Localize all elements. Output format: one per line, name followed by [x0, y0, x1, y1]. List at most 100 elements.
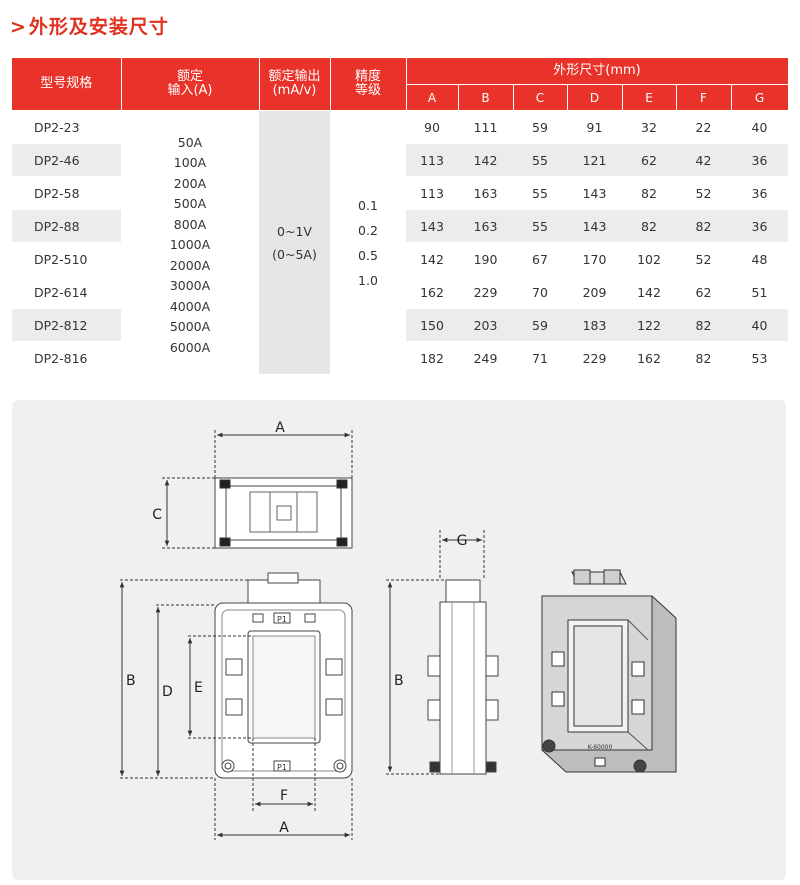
dimension-drawing-panel: A C	[12, 400, 786, 880]
top-view	[162, 430, 353, 549]
terminal-label-top: P1	[277, 615, 287, 624]
cell-dim: 203	[458, 308, 513, 342]
nameplate-label: K-60000	[588, 744, 613, 751]
cell-dim: 48	[731, 242, 788, 276]
dim-label-d: D	[162, 684, 173, 700]
cell-dim: 82	[676, 209, 731, 243]
spec-table: 型号规格 额定输入(A) 额定输出(mA/v) 精度等级 外形尺寸(mm) A …	[12, 58, 789, 375]
perspective-view	[541, 569, 677, 773]
cell-dim: 111	[458, 110, 513, 144]
cell-dim: 82	[622, 176, 676, 210]
cell-dim: 42	[676, 143, 731, 177]
cell-dim: 113	[406, 143, 458, 177]
dim-label-b-front: B	[126, 673, 136, 689]
cell-dim: 51	[731, 275, 788, 309]
cell-dim: 143	[567, 176, 622, 210]
cell-dim: 209	[567, 275, 622, 309]
table-row: DP2-614 162 229 70 209 142 62 51	[12, 275, 788, 309]
cell-dim: 36	[731, 176, 788, 210]
cell-dim: 249	[458, 341, 513, 375]
cell-dim: 91	[567, 110, 622, 144]
cell-dim: 90	[406, 110, 458, 144]
table-row: DP2-46 113 142 55 121 62 42 36	[12, 143, 788, 177]
cell-model: DP2-510	[12, 242, 121, 276]
cell-dim: 163	[458, 209, 513, 243]
cell-dim: 55	[513, 143, 567, 177]
cell-dim: 67	[513, 242, 567, 276]
side-view	[386, 530, 499, 775]
cell-dim: 102	[622, 242, 676, 276]
cell-dim: 142	[406, 242, 458, 276]
table-row: DP2-812 150 203 59 183 122 82 40	[12, 308, 788, 342]
header-model: 型号规格	[12, 58, 122, 111]
cell-dim: 82	[622, 209, 676, 243]
cell-dim: 71	[513, 341, 567, 375]
cell-outputs: 0~1V(0~5A)	[259, 110, 330, 375]
terminal-label-bottom: P1	[277, 763, 287, 772]
header-dim-d: D	[567, 84, 623, 111]
cell-dim: 22	[676, 110, 731, 144]
dim-label-c: C	[152, 507, 162, 523]
cell-model: DP2-23	[12, 110, 121, 144]
table-row: DP2-88 143 163 55 143 82 82 36	[12, 209, 788, 243]
dim-label-f: F	[280, 788, 288, 804]
cell-dim: 121	[567, 143, 622, 177]
table-row: DP2-58 113 163 55 143 82 52 36	[12, 176, 788, 210]
cell-model: DP2-46	[12, 143, 121, 177]
dim-label-g: G	[457, 533, 468, 549]
header-dim-g: G	[731, 84, 789, 111]
cell-dim: 52	[676, 242, 731, 276]
cell-dim: 183	[567, 308, 622, 342]
cell-dim: 52	[676, 176, 731, 210]
dimension-drawing: A C	[119, 420, 677, 840]
cell-dim: 36	[731, 143, 788, 177]
header-dim-a: A	[406, 84, 459, 111]
section-title-text: 外形及安装尺寸	[28, 16, 169, 38]
cell-dim: 142	[622, 275, 676, 309]
dim-label-a-bottom: A	[279, 820, 289, 836]
cell-dim: 62	[622, 143, 676, 177]
cell-model: DP2-614	[12, 275, 121, 309]
dim-label-b-side: B	[394, 673, 404, 689]
cell-model: DP2-816	[12, 341, 121, 375]
cell-dim: 142	[458, 143, 513, 177]
table-row: DP2-816 182 249 71 229 162 82 53	[12, 341, 788, 375]
cell-dim: 163	[458, 176, 513, 210]
chevron-right-icon: >	[10, 16, 27, 38]
cell-model: DP2-88	[12, 209, 121, 243]
header-input: 额定输入(A)	[121, 58, 260, 111]
cell-dim: 150	[406, 308, 458, 342]
cell-dim: 143	[567, 209, 622, 243]
cell-dim: 182	[406, 341, 458, 375]
cell-dim: 32	[622, 110, 676, 144]
header-dim-e: E	[622, 84, 677, 111]
header-dim-b: B	[458, 84, 514, 111]
cell-dim: 40	[731, 308, 788, 342]
cell-dim: 40	[731, 110, 788, 144]
cell-dim: 170	[567, 242, 622, 276]
header-dims: 外形尺寸(mm)	[406, 58, 789, 85]
dim-label-e: E	[194, 680, 203, 696]
header-output: 额定输出(mA/v)	[259, 58, 331, 111]
cell-dim: 82	[676, 341, 731, 375]
cell-dim: 70	[513, 275, 567, 309]
cell-dim: 190	[458, 242, 513, 276]
cell-dim: 55	[513, 176, 567, 210]
cell-dim: 122	[622, 308, 676, 342]
header-dim-c: C	[513, 84, 568, 111]
cell-dim: 229	[567, 341, 622, 375]
cell-dim: 82	[676, 308, 731, 342]
front-view	[119, 572, 353, 840]
cell-dim: 113	[406, 176, 458, 210]
table-row: DP2-510 142 190 67 170 102 52 48	[12, 242, 788, 276]
cell-dim: 59	[513, 110, 567, 144]
dim-label-a-top: A	[275, 420, 285, 436]
cell-dim: 143	[406, 209, 458, 243]
cell-dim: 59	[513, 308, 567, 342]
header-dim-f: F	[676, 84, 732, 111]
cell-dim: 36	[731, 209, 788, 243]
header-grade: 精度等级	[330, 58, 407, 111]
